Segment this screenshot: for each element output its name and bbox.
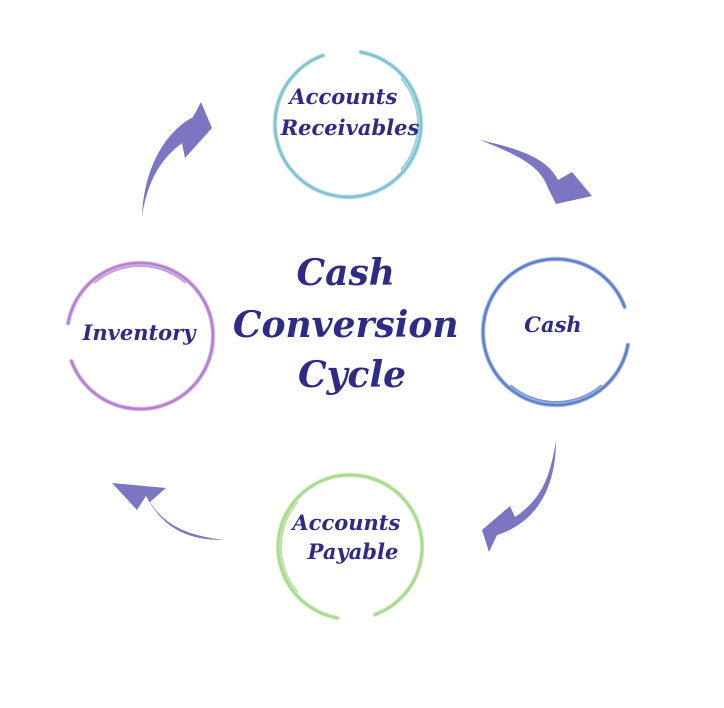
diagram-title: Cash Conversion Cycle [233, 252, 471, 396]
node-label-accounts-receivables: Accounts Receivables [280, 84, 420, 140]
ring-accounts-receivables [273, 50, 423, 199]
arrow-payable-to-inventory-icon [112, 483, 224, 540]
diagram-title-line: Cash [297, 252, 395, 294]
node-label-line: Inventory [82, 320, 198, 345]
node-label-inventory: Inventory [82, 320, 198, 345]
diagram-title-line: Cycle [298, 354, 406, 396]
node-label-line: Accounts [287, 84, 397, 109]
arrow-cash-to-payable-icon [482, 440, 556, 552]
node-label-line: Cash [524, 312, 581, 337]
node-label-line: Accounts [290, 510, 400, 535]
node-label-line: Payable [307, 539, 399, 564]
arrow-inventory-to-receivables-icon [142, 102, 212, 216]
ring-inventory [66, 261, 215, 411]
node-label-cash: Cash [524, 312, 581, 337]
node-label-line: Receivables [280, 115, 420, 140]
node-label-accounts-payable: Accounts Payable [290, 510, 407, 564]
arrow-receivables-to-cash-icon [480, 140, 592, 204]
diagram-title-line: Conversion [233, 304, 459, 346]
ring-accounts-payable [276, 473, 424, 620]
ring-cash [481, 257, 630, 407]
